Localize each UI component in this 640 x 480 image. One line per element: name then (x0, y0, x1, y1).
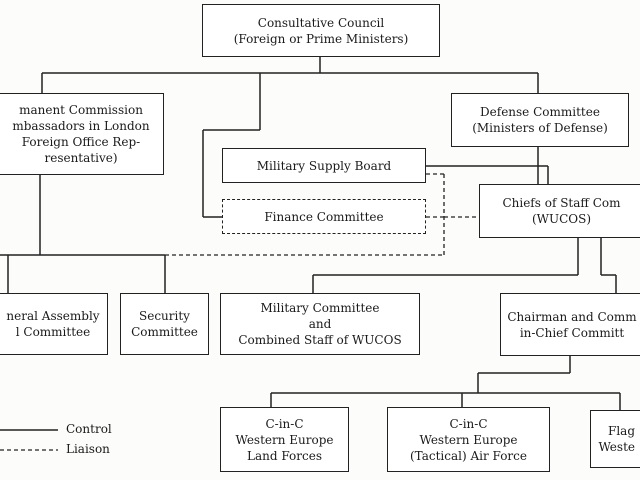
box-line: Foreign Office Rep- (21, 135, 141, 149)
box-line: Committee (131, 325, 198, 339)
military-supply-board-box: Military Supply Board (222, 148, 426, 183)
box-line: Finance Committee (264, 209, 384, 224)
finance-committee-box: Finance Committee (222, 199, 426, 234)
box-line: Weste (598, 440, 635, 454)
consultative-council-box: Consultative Council (Foreign or Prime M… (202, 4, 440, 57)
box-line: l Committee (15, 325, 91, 339)
chairman-commanders-box: Chairman and Comm in-Chief Committ (500, 293, 640, 356)
box-line: Defense Committee (480, 105, 600, 119)
box-line: Western Europe (235, 432, 334, 447)
security-committee-box: Security Committee (120, 293, 209, 355)
box-line: neral Assembly (6, 309, 100, 323)
box-line: (Foreign or Prime Ministers) (233, 31, 409, 46)
permanent-commission-box: manent Commission mbassadors in London F… (0, 93, 164, 175)
box-line: Consultative Council (257, 15, 385, 30)
box-line: manent Commission (19, 103, 143, 117)
general-assembly-committee-box: neral Assembly l Committee (0, 293, 108, 355)
legend-liaison-label: Liaison (66, 442, 110, 456)
box-line: (WUCOS) (531, 212, 592, 226)
military-committee-box: Military Committee and Combined Staff of… (220, 293, 420, 355)
box-line: Military Supply Board (256, 158, 392, 173)
box-line: Chairman and Comm (507, 309, 637, 324)
box-line: Military Committee (260, 301, 380, 315)
box-line: C-in-C (449, 416, 488, 431)
box-line: Chiefs of Staff Com (502, 196, 621, 210)
box-line: C-in-C (265, 416, 304, 431)
box-line: Flag (608, 424, 635, 438)
box-line: resentative) (44, 151, 118, 165)
chiefs-of-staff-box: Chiefs of Staff Com (WUCOS) (479, 184, 640, 238)
box-line: in-Chief Committ (519, 325, 625, 340)
box-line: Security (139, 309, 190, 323)
box-line: Western Europe (419, 432, 518, 447)
defense-committee-box: Defense Committee (Ministers of Defense) (451, 93, 629, 147)
flag-officer-box: Flag Weste (590, 410, 640, 468)
legend-control-label: Control (66, 422, 112, 436)
box-line: and (308, 317, 332, 331)
land-forces-box: C-in-C Western Europe Land Forces (220, 407, 349, 472)
box-line: Land Forces (247, 448, 322, 463)
box-line: (Tactical) Air Force (409, 448, 527, 463)
air-force-box: C-in-C Western Europe (Tactical) Air For… (387, 407, 550, 472)
box-line: Combined Staff of WUCOS (238, 333, 402, 347)
box-line: (Ministers of Defense) (472, 121, 608, 135)
box-line: mbassadors in London (12, 119, 150, 133)
